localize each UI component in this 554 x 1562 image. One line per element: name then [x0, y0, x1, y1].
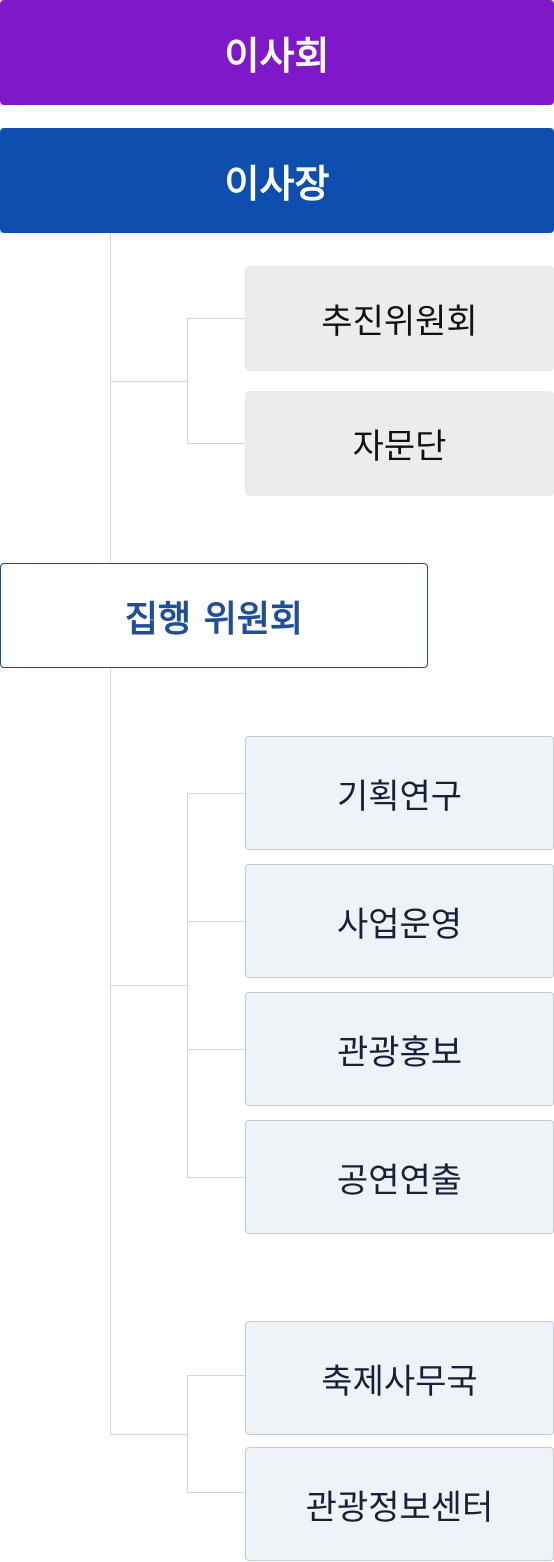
department-node-planning-research: 기획연구	[245, 736, 554, 850]
offices-branch-line	[110, 1434, 187, 1435]
department-connector-3	[187, 1049, 245, 1050]
department-node-performance-directing: 공연연출	[245, 1120, 554, 1234]
department-connector-1	[187, 793, 245, 794]
departments-branch-line	[110, 985, 187, 986]
department-connector-4	[187, 1177, 245, 1178]
offices-bracket-line	[187, 1375, 188, 1493]
office-connector-1	[187, 1375, 245, 1376]
advisory-connector-1	[187, 318, 245, 319]
executive-committee-node: 집행 위원회	[0, 563, 428, 668]
advisory-branch-line	[110, 381, 187, 382]
department-node-tourism-promotion: 관광홍보	[245, 992, 554, 1106]
main-trunk-line	[110, 233, 111, 1435]
departments-bracket-line	[187, 793, 188, 1178]
advisory-bracket-line	[187, 318, 188, 444]
office-node-festival-secretariat: 축제사무국	[245, 1321, 554, 1435]
board-node: 이사회	[0, 0, 554, 105]
department-node-business-operations: 사업운영	[245, 864, 554, 978]
department-connector-2	[187, 921, 245, 922]
office-node-tourist-info-center: 관광정보센터	[245, 1447, 554, 1561]
advisory-node-advisory-board: 자문단	[245, 391, 554, 496]
advisory-node-promotion-committee: 추진위원회	[245, 266, 554, 371]
chairman-node: 이사장	[0, 128, 554, 233]
advisory-connector-2	[187, 443, 245, 444]
office-connector-2	[187, 1492, 245, 1493]
